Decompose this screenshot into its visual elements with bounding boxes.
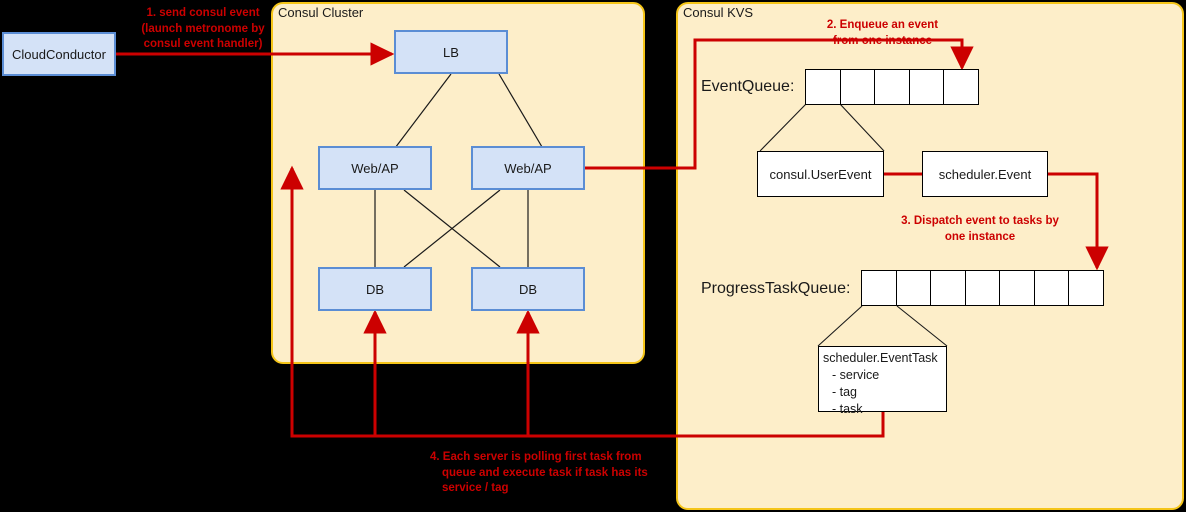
box-scheduler-event-task-field-task: - task [832, 401, 863, 416]
task-queue-callout-lines [817, 305, 948, 347]
event-queue-cell-0[interactable] [805, 69, 841, 105]
node-lb-label: LB [443, 44, 459, 60]
event-queue-callout-lines [759, 103, 885, 152]
annotation-step4-line1: 4. Each server is polling first task fro… [430, 451, 642, 463]
annotation-step2-line1: 2. Enqueue an event [826, 19, 939, 31]
progress-task-queue-cell-1[interactable] [895, 270, 932, 306]
progress-task-queue-cell-4[interactable] [999, 270, 1035, 306]
annotation-step1-line2: (launch metronome by [141, 22, 265, 35]
annotation-step2-line2: from one instance [832, 34, 933, 47]
annotation-step3-line2: one instance [944, 230, 1016, 243]
node-db-left-label: DB [365, 281, 385, 297]
node-lb[interactable]: LB [394, 30, 508, 74]
progress-task-queue-label: ProgressTaskQueue: [701, 280, 851, 297]
annotation-step2: 2. Enqueue an event from one instance [770, 18, 995, 49]
box-scheduler-event-task-field-tag: - tag [832, 384, 858, 399]
panel-consul-cluster-title: Consul Cluster [278, 5, 364, 20]
annotation-step4-line2: queue and execute task if task has its [442, 466, 648, 479]
box-consul-user-event[interactable]: consul.UserEvent [757, 151, 884, 197]
node-db-right-label: DB [518, 281, 538, 297]
flow-arrow-step3 [1047, 172, 1109, 271]
flow-arrow-step2 [583, 38, 974, 170]
node-db-right[interactable]: DB [471, 267, 585, 311]
annotation-step4: 4. Each server is polling first task fro… [430, 450, 690, 497]
node-web-ap-right-label: Web/AP [504, 160, 552, 176]
node-db-left[interactable]: DB [318, 267, 432, 311]
annotation-step1-line1: 1. send consul event [146, 7, 260, 19]
progress-task-queue-cell-3[interactable] [964, 270, 1001, 306]
progress-task-queue-cell-6[interactable] [1068, 270, 1104, 306]
progress-task-queue-cell-5[interactable] [1033, 270, 1070, 306]
progress-task-queue-cell-2[interactable] [930, 270, 966, 306]
box-scheduler-event-task[interactable]: scheduler.EventTask - service - tag - ta… [818, 346, 947, 416]
annotation-step1: 1. send consul event (launch metronome b… [128, 6, 278, 53]
annotation-step4-line3: service / tag [442, 482, 509, 495]
box-scheduler-event[interactable]: scheduler.Event [922, 151, 1048, 197]
progress-task-queue-cell-0[interactable] [861, 270, 897, 306]
box-consul-user-event-label: consul.UserEvent [769, 166, 872, 182]
event-queue-cell-3[interactable] [908, 69, 945, 105]
event-queue-cell-1[interactable] [839, 69, 876, 105]
box-scheduler-event-task-field-service: - service [832, 367, 880, 382]
event-queue-cell-2[interactable] [874, 69, 910, 105]
annotation-step3-line1: 3. Dispatch event to tasks by [901, 215, 1059, 227]
box-scheduler-event-label: scheduler.Event [938, 166, 1032, 182]
node-web-ap-left[interactable]: Web/AP [318, 146, 432, 190]
node-web-ap-left-label: Web/AP [351, 160, 399, 176]
box-scheduler-event-task-title: scheduler.EventTask [823, 351, 938, 365]
event-queue-label: EventQueue: [701, 78, 795, 95]
flow-arrow-step4-to-webap [280, 165, 885, 438]
annotation-step1-line3: consul event handler) [143, 38, 263, 51]
node-web-ap-right[interactable]: Web/AP [471, 146, 585, 190]
node-cloudconductor[interactable]: CloudConductor [2, 32, 116, 76]
annotation-step3: 3. Dispatch event to tasks by one instan… [880, 214, 1080, 245]
event-queue-cell-4[interactable] [943, 69, 979, 105]
node-cloudconductor-label: CloudConductor [12, 46, 106, 62]
cluster-topology-links [374, 73, 546, 268]
panel-consul-kvs-title: Consul KVS [683, 5, 754, 20]
